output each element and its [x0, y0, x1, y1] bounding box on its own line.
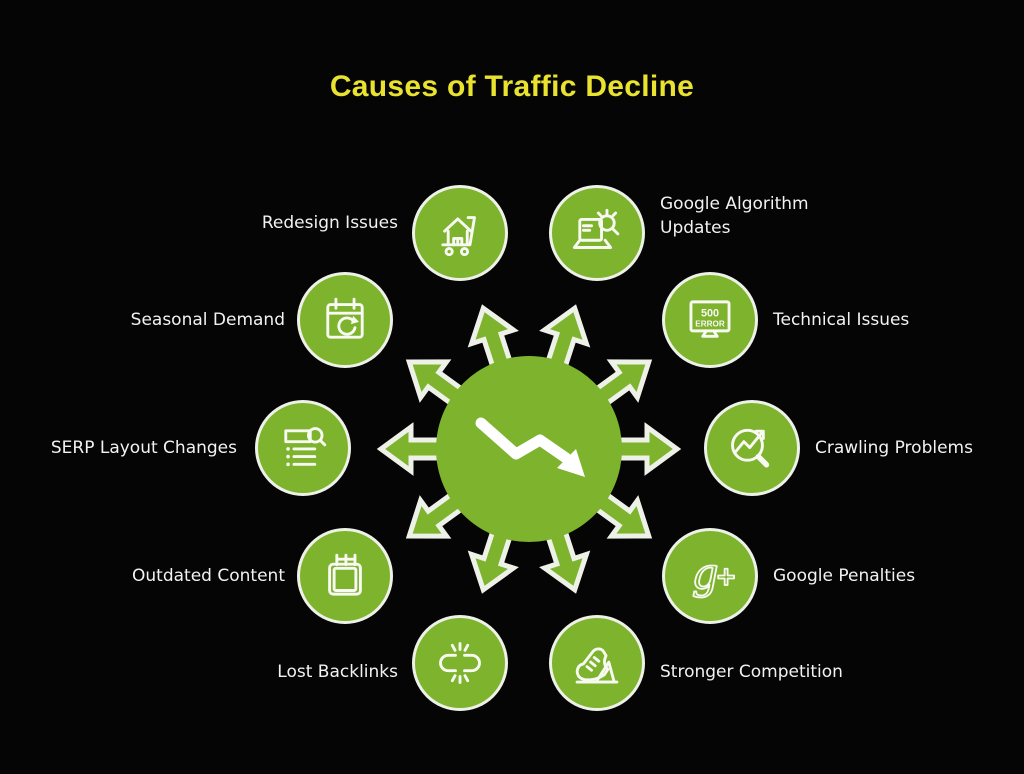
node-google-algorithm-updates: [549, 185, 645, 281]
declining-trend-icon: [475, 417, 585, 477]
node-outdated-content: [297, 528, 393, 624]
gplus-icon: g +: [691, 548, 738, 599]
label-technical-issues: Technical Issues: [773, 310, 910, 330]
label-seasonal-demand: Seasonal Demand: [130, 310, 285, 330]
monitor-error-icon: 500 ERROR: [689, 300, 731, 338]
node-redesign-issues: [412, 185, 508, 281]
monitor-error-text-error: ERROR: [695, 319, 725, 328]
laptop-search-icon: [572, 208, 620, 249]
node-serp-layout-changes: [255, 400, 351, 496]
house-cart-icon: [441, 216, 476, 257]
broken-link-icon: [439, 642, 481, 684]
label-outdated-content: Outdated Content: [132, 566, 285, 586]
node-lost-backlinks: [412, 615, 508, 711]
list-search-icon: [284, 427, 327, 467]
label-stronger-competition: Stronger Competition: [660, 662, 843, 682]
magnifier-trend-icon: [731, 428, 770, 468]
gplus-plus-text: +: [715, 561, 736, 591]
label-crawling-problems: Crawling Problems: [815, 438, 973, 458]
running-shoe-icon: [575, 647, 619, 684]
label-lost-backlinks: Lost Backlinks: [277, 662, 398, 682]
central-hub: [369, 289, 689, 609]
node-crawling-problems: [704, 400, 800, 496]
label-google-penalties: Google Penalties: [773, 566, 916, 586]
monitor-error-text-500: 500: [701, 307, 719, 319]
calendar-refresh-icon: [326, 297, 364, 339]
node-google-penalties: g +: [662, 528, 758, 624]
page-title: Causes of Traffic Decline: [329, 70, 695, 103]
label-serp-layout-changes: SERP Layout Changes: [50, 438, 237, 458]
node-seasonal-demand: [297, 272, 393, 368]
node-stronger-competition: [549, 615, 645, 711]
label-google-algorithm-updates: Google Algorithm Updates: [660, 194, 809, 238]
notepad-icon: [328, 553, 362, 596]
node-technical-issues: 500 ERROR: [662, 272, 758, 368]
gplus-g-text: g: [692, 549, 719, 598]
label-redesign-issues: Redesign Issues: [261, 213, 398, 233]
